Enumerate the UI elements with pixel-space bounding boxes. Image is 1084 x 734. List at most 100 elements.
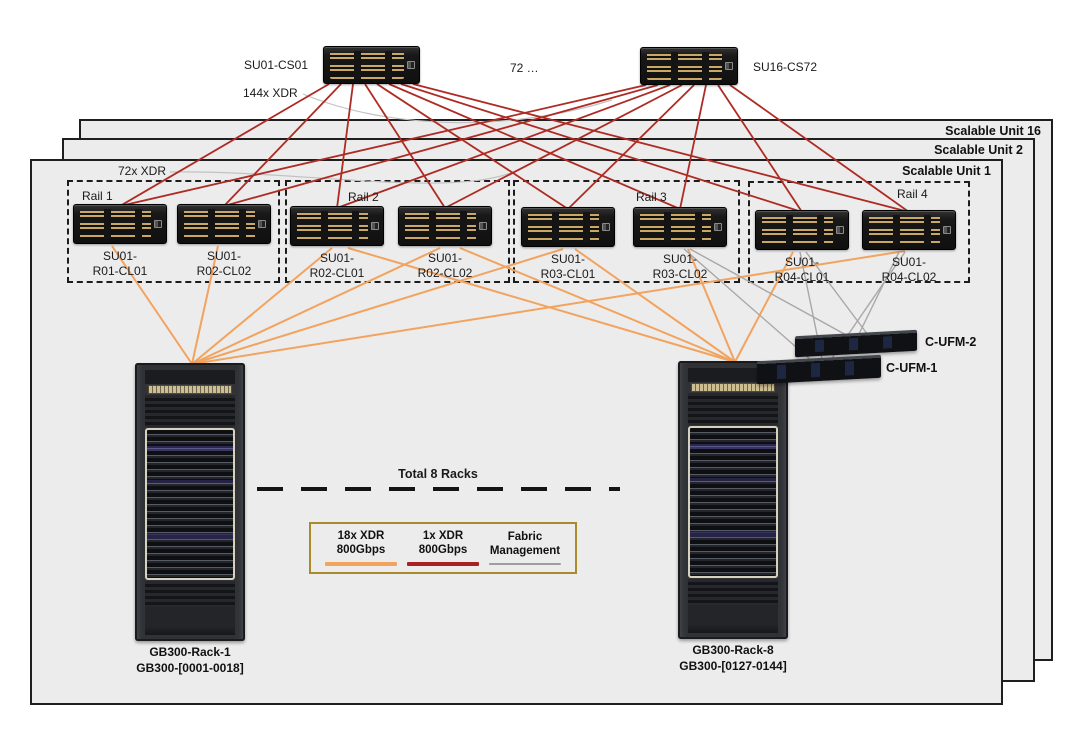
rack-1-label: GB300-Rack-1 GB300-[0001-0018] <box>105 645 275 676</box>
leaf-switch-icon <box>177 204 271 244</box>
scalable-unit-16-label: Scalable Unit 16 <box>945 124 1041 138</box>
switch-logo-icon <box>943 226 951 234</box>
legend-orange-line-swatch <box>325 561 397 566</box>
switch-name-line2: R04-CL01 <box>774 270 830 284</box>
switch-name-line1: SU01- <box>784 255 819 269</box>
switch-name-line2: R01-CL01 <box>92 264 148 278</box>
scalable-unit-1-label: Scalable Unit 1 <box>902 164 991 178</box>
leaf-switch-label: SU01-R01-CL01 <box>60 249 180 279</box>
switch-logo-icon <box>407 61 415 69</box>
legend-text: 18x XDR <box>337 530 385 543</box>
c-ufm-2-label: C-UFM-2 <box>925 335 977 349</box>
rack-vent <box>145 581 235 607</box>
switch-ports <box>405 211 476 241</box>
switch-name-line1: SU01- <box>550 252 585 266</box>
legend-item-1x-xdr: 1x XDR 800Gbps <box>407 530 479 566</box>
legend-item-18x-xdr: 18x XDR 800Gbps <box>325 530 397 566</box>
switch-name-line1: SU01- <box>427 251 462 265</box>
rail-3-label: Rail 3 <box>636 190 667 204</box>
gb300-rack-1-icon <box>135 363 245 641</box>
legend-text: Fabric <box>507 531 543 544</box>
core-switch-su01-cs01-icon <box>323 46 420 84</box>
leaf-switch-icon <box>521 207 615 247</box>
leaf-switch-icon <box>73 204 167 244</box>
leaf-switch-label: SU01-R03-CL02 <box>620 252 740 282</box>
switch-logo-icon <box>714 223 722 231</box>
downlink-count-label: 144x XDR <box>243 86 298 100</box>
rack-switch-tray <box>148 385 232 394</box>
legend-text: 1x XDR <box>422 530 464 543</box>
rack-top-panel <box>688 368 778 382</box>
switch-name-line1: SU01- <box>206 249 241 263</box>
core-switch-su16-cs72-icon <box>640 47 738 85</box>
rack-8-range: GB300-[0127-0144] <box>679 658 787 673</box>
core-switch-count-note: 72 … <box>510 61 539 75</box>
appliance-drive-slots <box>801 335 909 353</box>
leaf-switch-label: SU01-R04-CL01 <box>742 255 862 285</box>
rack-vent <box>688 579 778 605</box>
rack-base <box>145 607 235 635</box>
switch-name-line1: SU01- <box>102 249 137 263</box>
gb300-rack-8-icon <box>678 361 788 639</box>
leaf-switch-icon <box>633 207 727 247</box>
switch-name-line1: SU01- <box>662 252 697 266</box>
switch-ports <box>80 209 151 239</box>
switch-name-line2: R03-CL02 <box>652 267 708 281</box>
rack-8-label: GB300-Rack-8 GB300-[0127-0144] <box>648 643 818 674</box>
legend: 18x XDR 800Gbps 1x XDR 800Gbps Fabric Ma… <box>309 522 577 574</box>
rack-vent <box>145 395 235 427</box>
switch-name-line2: R04-CL02 <box>881 270 937 284</box>
rail-1-label: Rail 1 <box>82 189 113 203</box>
leaf-switch-label: SU01-R04-CL02 <box>849 255 969 285</box>
rack-1-range: GB300-[0001-0018] <box>136 660 244 675</box>
legend-text: 800Gbps <box>336 544 386 556</box>
switch-ports <box>640 212 711 242</box>
switch-name-line2: R02-CL01 <box>309 266 365 280</box>
rack-top-panel <box>145 370 235 384</box>
rack-8-name: GB300-Rack-8 <box>692 643 774 657</box>
legend-text: Management <box>489 545 561 557</box>
switch-logo-icon <box>154 220 162 228</box>
leaf-switch-label: SU01-R03-CL01 <box>508 252 628 282</box>
scalable-unit-2-label: Scalable Unit 2 <box>934 143 1023 157</box>
switch-ports <box>297 211 368 241</box>
rack-1-name: GB300-Rack-1 <box>149 645 231 659</box>
legend-red-line-swatch <box>407 561 479 566</box>
rail-4-label: Rail 4 <box>897 187 928 201</box>
leaf-switch-label: SU01-R02-CL02 <box>164 249 284 279</box>
switch-ports <box>184 209 255 239</box>
leaf-switch-label: SU01-R02-CL02 <box>385 251 505 281</box>
switch-logo-icon <box>258 220 266 228</box>
switch-logo-icon <box>836 226 844 234</box>
switch-ports <box>330 51 404 79</box>
switch-logo-icon <box>479 222 487 230</box>
switch-name-line2: R03-CL01 <box>540 267 596 281</box>
switch-ports <box>528 212 599 242</box>
switch-name-line2: R02-CL02 <box>196 264 252 278</box>
core-switch-left-label: SU01-CS01 <box>243 58 308 72</box>
leaf-switch-icon <box>398 206 492 246</box>
switch-ports <box>869 215 940 245</box>
switch-ports <box>647 52 722 80</box>
total-racks-divider <box>257 487 620 491</box>
rack-switch-tray <box>691 383 775 392</box>
rail-2-label: Rail 2 <box>348 190 379 204</box>
core-switch-right-label: SU16-CS72 <box>753 60 818 74</box>
appliance-drive-slots <box>763 360 873 380</box>
leaf-switch-icon <box>755 210 849 250</box>
switch-ports <box>762 215 833 245</box>
rail-uplink-count-label: 72x XDR <box>118 164 167 178</box>
leaf-switch-icon <box>862 210 956 250</box>
rack-compute-trays <box>145 428 235 580</box>
switch-logo-icon <box>725 62 733 70</box>
total-racks-label: Total 8 Racks <box>398 467 478 481</box>
switch-logo-icon <box>602 223 610 231</box>
legend-gray-line-swatch <box>489 562 561 565</box>
switch-name-line1: SU01- <box>891 255 926 269</box>
switch-name-line2: R02-CL02 <box>417 266 473 280</box>
legend-text: 800Gbps <box>418 544 468 556</box>
leaf-switch-label: SU01-R02-CL01 <box>277 251 397 281</box>
rack-base <box>688 605 778 633</box>
legend-item-fabric-management: Fabric Management <box>489 531 561 565</box>
